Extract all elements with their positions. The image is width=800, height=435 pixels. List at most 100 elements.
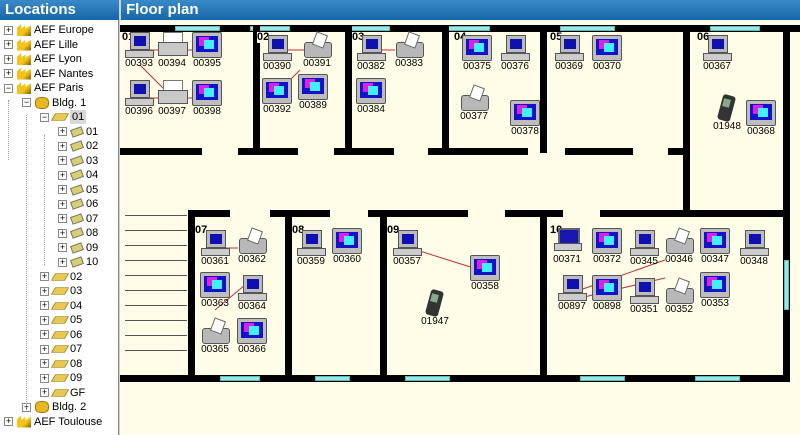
expand-icon[interactable]: + xyxy=(58,155,67,165)
tree-item[interactable]: +AEF Europe xyxy=(4,23,94,37)
expand-icon[interactable]: + xyxy=(4,39,13,49)
tree-item[interactable]: +08 xyxy=(58,226,98,240)
device-pc[interactable]: 00361 xyxy=(196,230,234,267)
device-pc[interactable]: 00376 xyxy=(496,35,534,72)
tree-item[interactable]: +06 xyxy=(40,328,82,342)
device-fax[interactable]: 00365 xyxy=(196,318,234,355)
device-monitor[interactable]: 00370 xyxy=(588,35,626,72)
tree-item[interactable]: +03 xyxy=(40,284,82,298)
device-fax[interactable]: 00383 xyxy=(390,32,428,69)
expand-icon[interactable]: + xyxy=(40,271,49,281)
expand-icon[interactable]: + xyxy=(4,24,13,35)
device-monitor[interactable]: 00378 xyxy=(506,100,544,137)
device-monitor[interactable]: 00395 xyxy=(188,32,226,69)
device-pc[interactable]: 00364 xyxy=(233,275,271,312)
device-pc[interactable]: 00396 xyxy=(120,80,158,117)
device-pda[interactable]: 01947 xyxy=(416,290,454,327)
device-pc[interactable]: 00369 xyxy=(550,35,588,72)
tree-item[interactable]: +10 xyxy=(58,255,98,269)
expand-icon[interactable]: + xyxy=(58,140,67,151)
expand-icon[interactable]: + xyxy=(58,169,67,180)
tree-item[interactable]: +04 xyxy=(40,299,82,313)
tree-item[interactable]: −Bldg. 1 xyxy=(22,96,86,110)
collapse-icon[interactable]: − xyxy=(4,82,13,93)
expand-icon[interactable]: + xyxy=(4,53,13,64)
device-monitor[interactable]: 00358 xyxy=(466,255,504,292)
tree-item[interactable]: +02 xyxy=(40,270,82,284)
device-monitor[interactable]: 00375 xyxy=(458,35,496,72)
tree-item[interactable]: +AEF Lyon xyxy=(4,52,82,66)
device-pc[interactable]: 00348 xyxy=(735,230,773,267)
device-pc[interactable]: 00897 xyxy=(553,275,591,312)
tree-item[interactable]: +GF xyxy=(40,386,85,400)
device-printer[interactable]: 00397 xyxy=(153,80,191,117)
device-monitor[interactable]: 00389 xyxy=(294,74,332,111)
collapse-icon[interactable]: − xyxy=(22,97,31,107)
expand-icon[interactable]: + xyxy=(40,358,49,368)
tree-item[interactable]: −01 xyxy=(40,110,87,124)
expand-icon[interactable]: + xyxy=(40,329,49,339)
device-pc[interactable]: 00367 xyxy=(698,35,736,72)
expand-icon[interactable]: + xyxy=(58,126,67,136)
device-laptop[interactable]: 00371 xyxy=(548,228,586,265)
device-monitor[interactable]: 00360 xyxy=(328,228,366,265)
collapse-icon[interactable]: − xyxy=(40,111,49,122)
device-pc[interactable]: 00351 xyxy=(625,278,663,315)
device-monitor[interactable]: 00347 xyxy=(696,228,734,265)
device-fax[interactable]: 00362 xyxy=(233,228,271,265)
device-monitor[interactable]: 00392 xyxy=(258,78,296,115)
tree-item[interactable]: +03 xyxy=(58,154,98,168)
device-pc[interactable]: 00345 xyxy=(625,230,663,267)
location-tree[interactable]: +AEF Europe+AEF Lille+AEF Lyon+AEF Nante… xyxy=(0,20,119,435)
tree-item[interactable]: +02 xyxy=(58,139,98,153)
tree-item[interactable]: +09 xyxy=(58,241,98,255)
expand-icon[interactable]: + xyxy=(40,300,49,310)
device-pc[interactable]: 00390 xyxy=(258,35,296,72)
device-fax[interactable]: 00377 xyxy=(455,85,493,122)
device-monitor[interactable]: 00363 xyxy=(196,272,234,309)
expand-icon[interactable]: + xyxy=(58,213,67,223)
device-monitor[interactable]: 00372 xyxy=(588,228,626,265)
tree-item[interactable]: −AEF Paris xyxy=(4,81,84,95)
device-pda[interactable]: 01948 xyxy=(708,95,746,132)
tree-item[interactable]: +05 xyxy=(40,313,82,327)
expand-icon[interactable]: + xyxy=(58,184,67,194)
tree-item[interactable]: +AEF Toulouse xyxy=(4,415,102,429)
expand-icon[interactable]: + xyxy=(40,314,49,325)
tree-item[interactable]: +06 xyxy=(58,197,98,211)
expand-icon[interactable]: + xyxy=(58,198,67,209)
device-monitor[interactable]: 00368 xyxy=(742,100,780,137)
device-monitor[interactable]: 00366 xyxy=(233,318,271,355)
device-pc[interactable]: 00357 xyxy=(388,230,426,267)
device-monitor[interactable]: 00898 xyxy=(588,275,626,312)
expand-icon[interactable]: + xyxy=(40,372,49,383)
expand-icon[interactable]: + xyxy=(4,68,13,78)
tree-item[interactable]: +AEF Lille xyxy=(4,38,78,52)
device-monitor[interactable]: 00384 xyxy=(352,78,390,115)
expand-icon[interactable]: + xyxy=(58,242,67,252)
tree-item[interactable]: +07 xyxy=(58,212,98,226)
device-pc[interactable]: 00382 xyxy=(352,35,390,72)
expand-icon[interactable]: + xyxy=(40,387,49,397)
device-printer[interactable]: 00394 xyxy=(153,32,191,69)
tree-item[interactable]: +08 xyxy=(40,357,82,371)
expand-icon[interactable]: + xyxy=(40,285,49,296)
device-fax[interactable]: 00391 xyxy=(298,32,336,69)
expand-icon[interactable]: + xyxy=(58,227,67,238)
tree-item[interactable]: +04 xyxy=(58,168,98,182)
device-monitor[interactable]: 00398 xyxy=(188,80,226,117)
tree-item[interactable]: +01 xyxy=(58,125,98,139)
tree-item[interactable]: +09 xyxy=(40,371,82,385)
tree-item[interactable]: +05 xyxy=(58,183,98,197)
expand-icon[interactable]: + xyxy=(40,343,49,354)
expand-icon[interactable]: + xyxy=(58,256,67,267)
device-monitor[interactable]: 00353 xyxy=(696,272,734,309)
tree-item[interactable]: +07 xyxy=(40,342,82,356)
device-fax[interactable]: 00352 xyxy=(660,278,698,315)
device-pc[interactable]: 00393 xyxy=(120,32,158,69)
device-fax[interactable]: 00346 xyxy=(660,228,698,265)
expand-icon[interactable]: + xyxy=(4,416,13,426)
tree-item[interactable]: +AEF Nantes xyxy=(4,67,93,81)
tree-item[interactable]: +Bldg. 2 xyxy=(22,400,86,414)
